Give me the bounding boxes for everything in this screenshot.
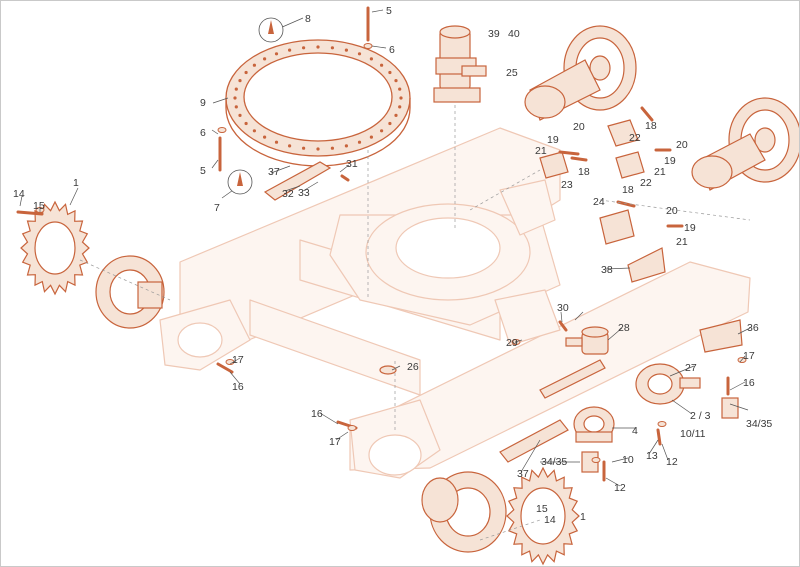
label-20: 20 bbox=[666, 205, 678, 217]
bolt-icon bbox=[640, 106, 654, 122]
bolt-icon bbox=[558, 150, 580, 156]
top-roller-28 bbox=[565, 326, 609, 355]
label-20: 20 bbox=[573, 121, 585, 133]
label-24: 24 bbox=[593, 196, 605, 208]
track-guards bbox=[263, 161, 743, 463]
sprocket-lower bbox=[506, 466, 580, 566]
undercarriage-frame bbox=[159, 127, 751, 479]
label-14: 14 bbox=[544, 514, 556, 526]
track-roller-27 bbox=[635, 363, 701, 405]
label-21: 21 bbox=[654, 166, 666, 178]
bolt-icon bbox=[570, 156, 588, 162]
label-30: 30 bbox=[557, 302, 569, 314]
center-swivel-joint bbox=[433, 25, 487, 103]
label-10-11: 10/11 bbox=[680, 428, 706, 440]
slewing-ring bbox=[225, 39, 411, 167]
travel-motor-upper bbox=[95, 255, 165, 329]
sprocket-upper bbox=[20, 200, 90, 296]
washer-icon bbox=[657, 421, 667, 427]
grease-nipple-callouts bbox=[227, 17, 284, 195]
label-18: 18 bbox=[645, 120, 657, 132]
label-16: 16 bbox=[311, 408, 323, 420]
label-38: 38 bbox=[601, 264, 613, 276]
label-15: 15 bbox=[536, 503, 548, 515]
label-6: 6 bbox=[389, 44, 395, 56]
label-13: 13 bbox=[646, 450, 658, 462]
label-39: 39 bbox=[488, 28, 500, 40]
travel-motor-lower bbox=[421, 471, 507, 553]
label-21: 21 bbox=[535, 145, 547, 157]
assembly-lines bbox=[79, 105, 751, 541]
bolt-icon bbox=[558, 320, 568, 332]
label-17: 17 bbox=[232, 354, 244, 366]
label-2-3: 2 / 3 bbox=[690, 410, 711, 422]
label-17: 17 bbox=[329, 436, 341, 448]
label-9: 9 bbox=[200, 97, 206, 109]
label-31: 31 bbox=[346, 158, 358, 170]
front-idler-lower bbox=[691, 97, 800, 191]
label-20: 20 bbox=[676, 139, 688, 151]
label-18: 18 bbox=[622, 184, 634, 196]
label-10: 10 bbox=[622, 454, 634, 466]
label-17: 17 bbox=[743, 350, 755, 362]
label-22: 22 bbox=[629, 132, 641, 144]
label-12: 12 bbox=[666, 456, 678, 468]
label-18: 18 bbox=[578, 166, 590, 178]
label-25: 25 bbox=[506, 67, 518, 79]
label-22: 22 bbox=[640, 177, 652, 189]
washer-icon bbox=[591, 457, 601, 463]
label-23: 23 bbox=[561, 179, 573, 191]
label-5: 5 bbox=[386, 5, 392, 17]
label-36: 36 bbox=[747, 322, 759, 334]
label-28: 28 bbox=[618, 322, 630, 334]
washer-icon bbox=[217, 127, 227, 133]
label-37: 37 bbox=[517, 468, 529, 480]
mounting-plates bbox=[539, 119, 645, 245]
bolt-icon bbox=[340, 174, 350, 182]
front-idler-upper bbox=[524, 25, 637, 121]
washer-icon bbox=[347, 425, 357, 431]
label-16: 16 bbox=[232, 381, 244, 393]
label-32: 32 bbox=[282, 188, 294, 200]
track-roller-4 bbox=[573, 406, 615, 443]
label-40: 40 bbox=[508, 28, 520, 40]
label-5: 5 bbox=[200, 165, 206, 177]
label-6: 6 bbox=[200, 127, 206, 139]
bolt-icon bbox=[216, 362, 234, 374]
label-19: 19 bbox=[684, 222, 696, 234]
label-27: 27 bbox=[685, 362, 697, 374]
label-34-35: 34/35 bbox=[746, 418, 773, 430]
label-19: 19 bbox=[547, 134, 559, 146]
label-29: 29 bbox=[506, 337, 518, 349]
label-14: 14 bbox=[13, 188, 25, 200]
bolt-icon bbox=[656, 428, 662, 446]
label-34-35: 34/35 bbox=[541, 456, 568, 468]
label-12: 12 bbox=[614, 482, 626, 494]
label-37: 37 bbox=[268, 166, 280, 178]
grease-cylinders bbox=[379, 365, 739, 473]
label-19: 19 bbox=[664, 155, 676, 167]
label-33: 33 bbox=[298, 187, 310, 199]
label-21: 21 bbox=[676, 236, 688, 248]
bolt-icon bbox=[16, 210, 44, 216]
label-26: 26 bbox=[407, 361, 419, 373]
label-7: 7 bbox=[214, 202, 220, 214]
label-16: 16 bbox=[743, 377, 755, 389]
label-8: 8 bbox=[305, 13, 311, 25]
label-1: 1 bbox=[580, 511, 586, 523]
label-4: 4 bbox=[632, 425, 638, 437]
leader-lines bbox=[19, 9, 751, 487]
label-15: 15 bbox=[33, 200, 45, 212]
label-1: 1 bbox=[73, 177, 79, 189]
